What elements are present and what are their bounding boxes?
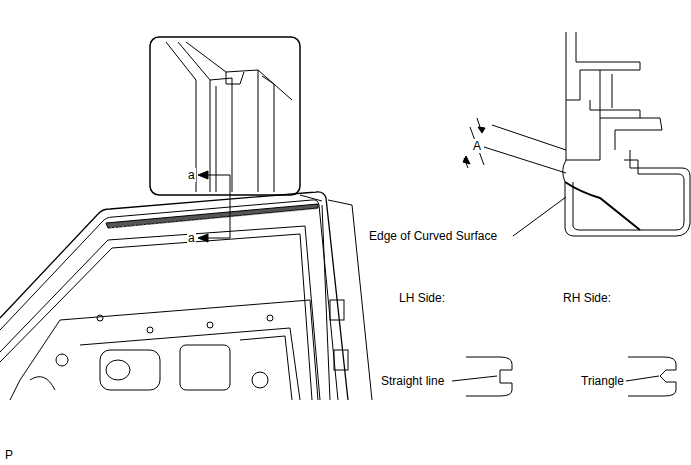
part-label: a	[187, 168, 196, 182]
part-label: a	[187, 231, 196, 245]
part-label: Straight line	[380, 374, 445, 388]
part-label: Edge of Curved Surface	[368, 229, 498, 243]
part-label: Triangle	[580, 374, 625, 388]
part-label: P	[4, 448, 14, 462]
part-label: LH Side:	[398, 291, 446, 305]
part-label: RH Side:	[562, 291, 612, 305]
part-label: A	[472, 139, 482, 153]
